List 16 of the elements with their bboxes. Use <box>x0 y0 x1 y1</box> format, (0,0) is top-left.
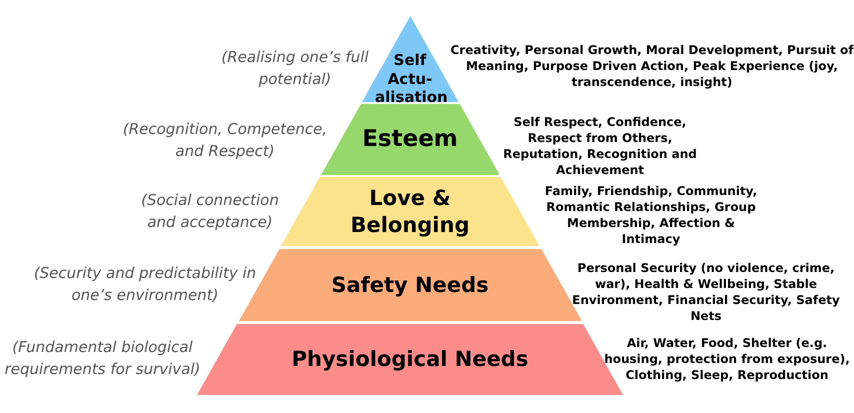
tier-title: Self Actu-alisation <box>374 50 445 108</box>
tier-description: (Social connection and acceptance) <box>140 190 280 233</box>
tier-description: (Security and predictability in one’s environment) <box>32 263 258 306</box>
need-examples: Air, Water, Food, Shelter (e.g. housing, protection from exposure), Clothing, Sleep, Reproduction <box>603 335 851 383</box>
tier-title: Safety Needs <box>330 272 490 298</box>
tier-title: Physiological Needs <box>290 346 530 373</box>
need-examples: Family, Friendship, Community, Romantic Relationships, Group Membership, Affection & Intimacy <box>544 183 758 247</box>
tier-title: Esteem <box>361 125 459 154</box>
need-examples: Creativity, Personal Growth, Moral Development, Pursuit of Meaning, Purpose Driven Action, Peak Experience (joy, transcendence, insight) <box>450 42 854 90</box>
pyramid-tier <box>280 177 540 246</box>
need-examples: Self Respect, Confidence, Respect from Others, Reputation, Recognition and Achievement <box>502 114 698 178</box>
tier-title: Love & Belonging <box>349 185 470 238</box>
tier-description: (Fundamental biological requirements for survival) <box>4 337 202 380</box>
need-examples: Personal Security (no violence, crime, war), Health & Wellbeing, Stable Environment, Financial Security, Safety Nets <box>571 260 841 324</box>
tier-description: (Realising one’s full potential) <box>220 47 370 90</box>
tier-description: (Recognition, Competence, and Respect) <box>122 119 328 162</box>
